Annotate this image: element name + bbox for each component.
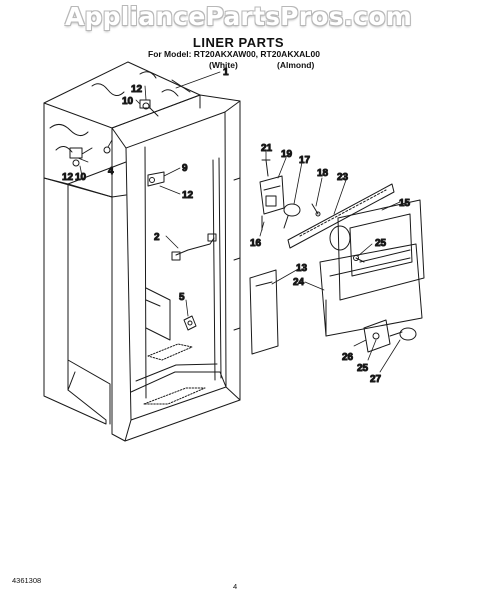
callout-10: 10 <box>122 96 134 107</box>
callout-16: 16 <box>250 238 262 249</box>
callout-1: 1 <box>223 67 229 78</box>
callout-12: 12 <box>62 172 74 183</box>
callout-17: 17 <box>299 155 311 166</box>
callout-25: 25 <box>375 238 387 249</box>
control-parts <box>249 159 425 355</box>
callout-5: 5 <box>179 292 185 303</box>
callout-10: 10 <box>75 172 87 183</box>
color-almond-label: (Almond) <box>277 60 315 70</box>
model-line: For Model: RT20AKXAW00, RT20AKXAL00 <box>148 49 320 59</box>
footer-part-number: 4361308 <box>12 576 42 585</box>
callout-2: 2 <box>154 232 160 243</box>
callout-21: 21 <box>261 143 273 154</box>
callout-15: 15 <box>399 198 411 209</box>
callout-18: 18 <box>317 168 329 179</box>
callout-12: 12 <box>131 84 143 95</box>
callout-27: 27 <box>370 374 382 385</box>
callout-25: 25 <box>357 363 369 374</box>
callout-4: 4 <box>108 166 114 177</box>
liner-small-parts <box>69 99 217 331</box>
liner-body <box>43 61 241 442</box>
callout-26: 26 <box>342 352 354 363</box>
callout-24: 24 <box>293 277 305 288</box>
callout-13: 13 <box>296 263 308 274</box>
callout-23: 23 <box>337 172 349 183</box>
watermark: AppliancePartsPros.com <box>64 2 413 31</box>
callout-labels: 1 12 10 4 12 10 9 12 2 5 21 19 17 18 23 … <box>62 67 412 386</box>
callout-12: 12 <box>182 190 194 201</box>
callout-19: 19 <box>281 149 293 160</box>
page-title: LINER PARTS <box>192 35 285 50</box>
callout-9: 9 <box>182 163 188 174</box>
leader-lines <box>77 71 401 373</box>
color-white-label: (White) <box>209 60 238 70</box>
footer-page-number: 4 <box>233 582 238 591</box>
